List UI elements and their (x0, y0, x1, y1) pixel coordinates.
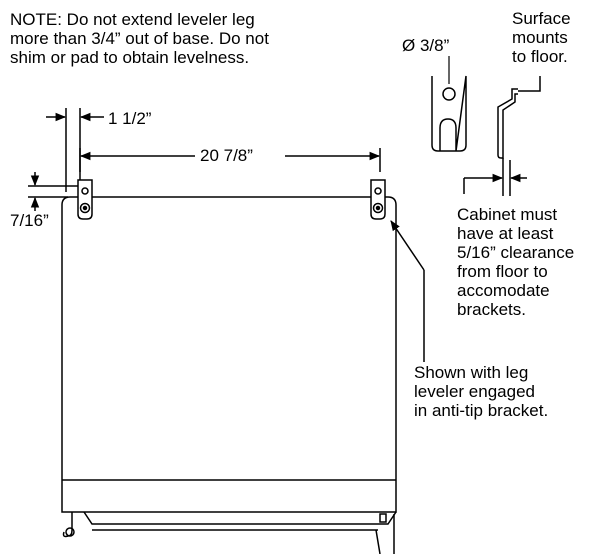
shown-note-line: in anti-tip bracket. (414, 401, 549, 420)
clearance-note-line: accomodate (457, 281, 550, 300)
shown-note: Shown with leg leveler engaged in anti-t… (414, 363, 548, 420)
surface-note-line: to floor. (512, 47, 568, 66)
left-anti-tip-bracket (77, 179, 93, 220)
cabinet-body (61, 196, 397, 554)
clearance-note: Cabinet must have at least 5/16” clearan… (457, 205, 574, 319)
surface-note-line: mounts (512, 28, 568, 47)
note-line: NOTE: Do not extend leveler leg (10, 10, 255, 29)
clearance-note-line: brackets. (457, 300, 526, 319)
surface-note-line: Surface (512, 9, 571, 28)
clearance-dimension (463, 158, 527, 196)
right-anti-tip-bracket (370, 179, 386, 220)
offset-dimension (46, 108, 104, 192)
offset-dimension-label: 1 1/2” (108, 109, 152, 128)
span-dimension-label: 20 7/8” (197, 146, 256, 165)
height-dimension-label: 7/16” (10, 211, 49, 230)
note-line: more than 3/4” out of base. Do not (10, 29, 269, 48)
span-dimension (79, 148, 381, 172)
bracket-plate (431, 56, 467, 152)
shown-note-line: leveler engaged (414, 382, 535, 401)
height-dimension (28, 172, 78, 211)
note-line: shim or pad to obtain levelness. (10, 48, 250, 67)
clearance-note-line: from floor to (457, 262, 548, 281)
bracket-side-profile (497, 76, 541, 159)
hole-diameter-label: Ø 3/8” (402, 36, 450, 55)
shown-note-line: Shown with leg (414, 363, 529, 382)
clearance-note-line: have at least (457, 224, 554, 243)
bracket-leader-line (390, 220, 425, 362)
installation-note: NOTE: Do not extend leveler leg more tha… (10, 10, 269, 67)
clearance-note-line: Cabinet must (457, 205, 558, 224)
surface-mount-note: Surface mounts to floor. (512, 9, 571, 66)
clearance-note-line: 5/16” clearance (457, 243, 575, 262)
